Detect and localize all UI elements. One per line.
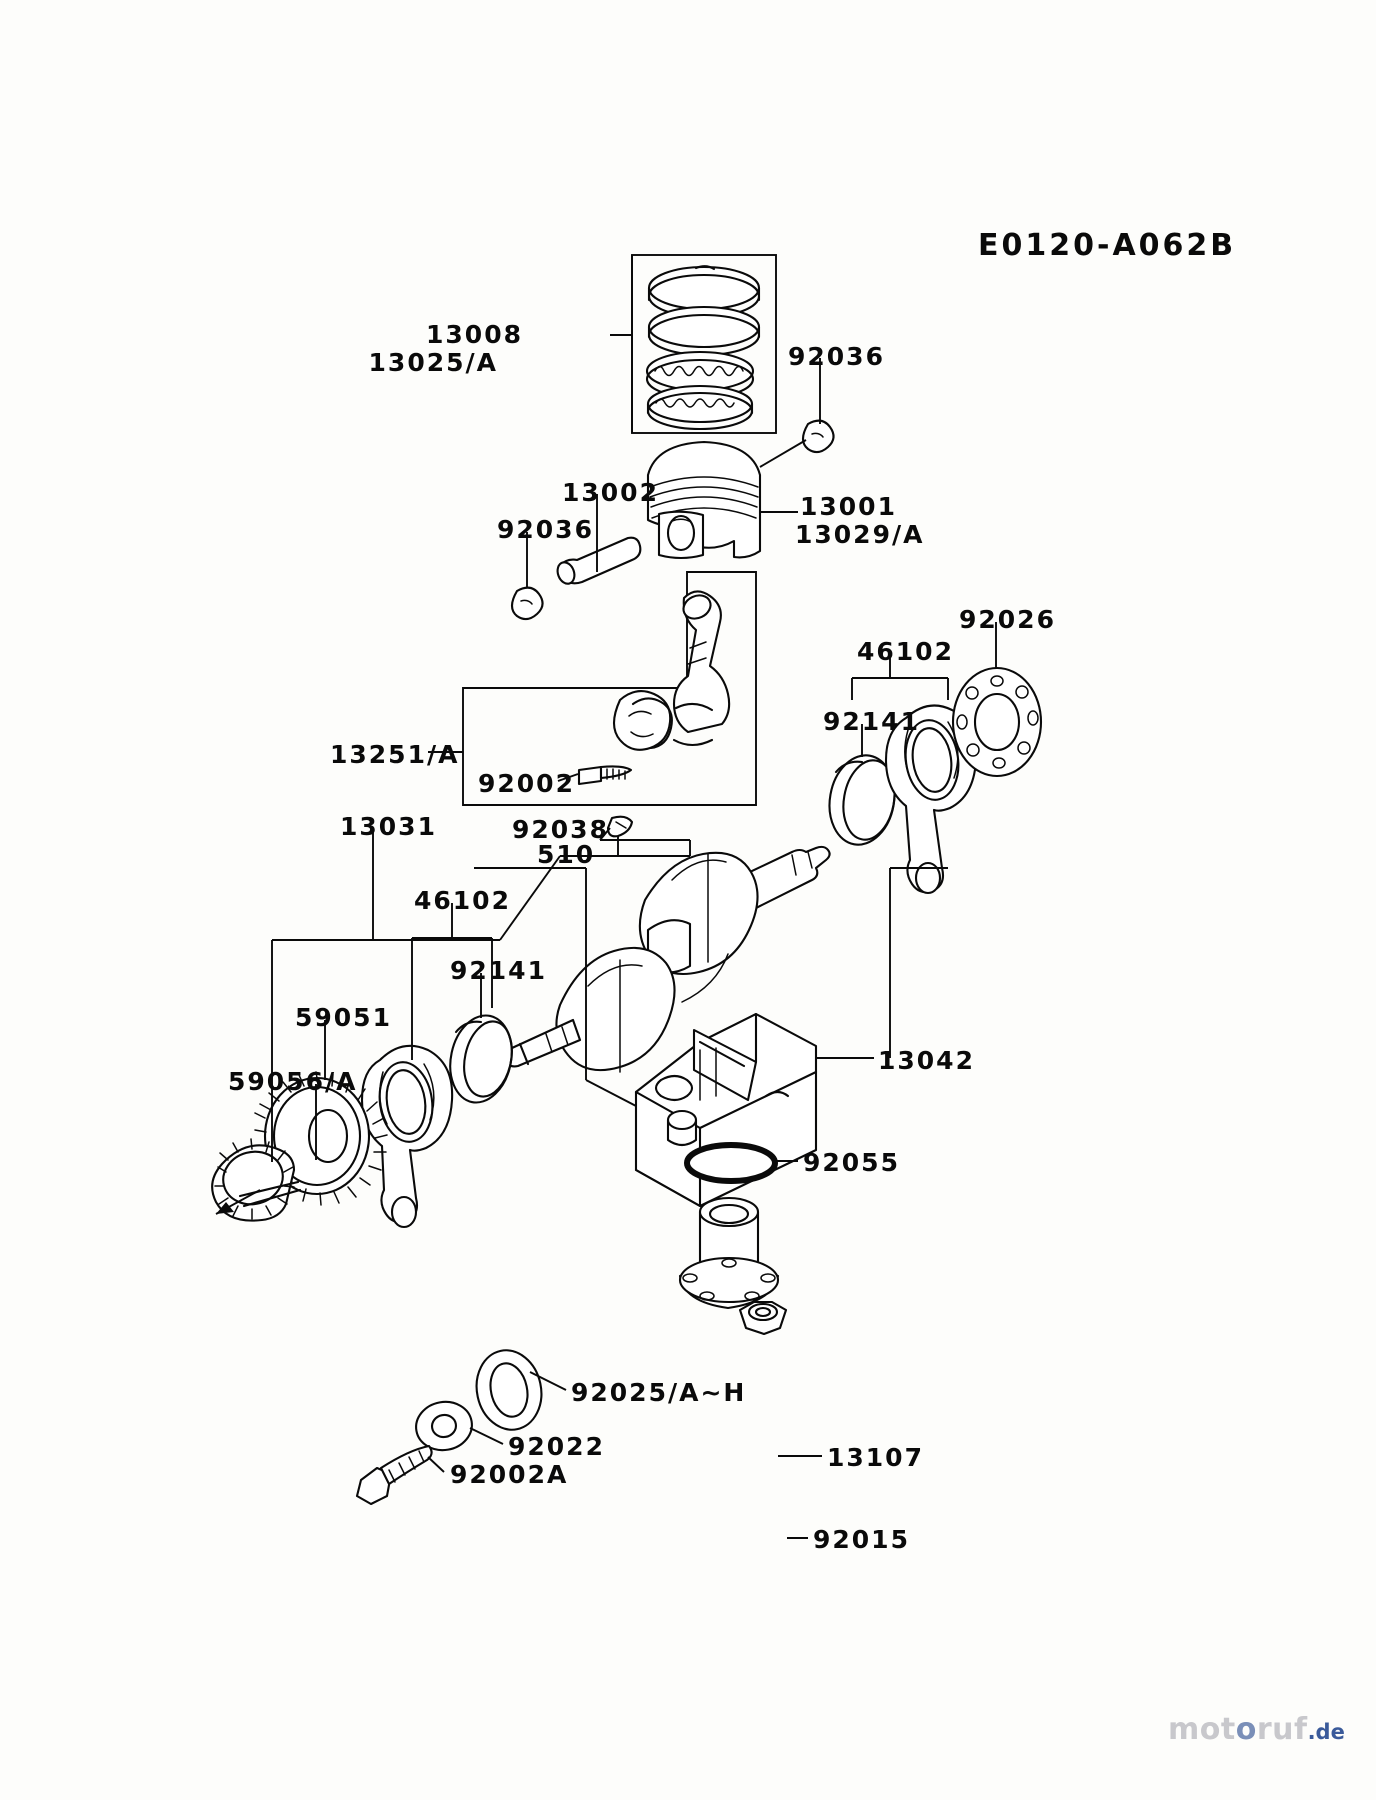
watermark-part1: mot: [1168, 1712, 1236, 1747]
label-13107: 13107: [827, 1443, 924, 1472]
label-13029-a: 13029/A: [795, 520, 925, 549]
washer: [415, 1400, 473, 1452]
label-92055: 92055: [803, 1148, 900, 1177]
woodruff-key: [606, 815, 634, 838]
piston-ring-group: [631, 254, 777, 434]
piston-pin: [556, 536, 642, 585]
piston-group: [646, 440, 762, 560]
label-92022: 92022: [508, 1432, 605, 1461]
main-bearing-left: [449, 1014, 513, 1104]
label-46102-left: 46102: [414, 886, 511, 915]
label-92002a: 92002A: [450, 1460, 569, 1489]
label-92002: 92002: [478, 769, 575, 798]
label-13031: 13031: [340, 812, 437, 841]
conrod-bolt: [577, 765, 633, 786]
thrust-washer: [951, 666, 1043, 778]
diagram-code: E0120-A062B: [978, 228, 1237, 263]
flange-nut: [738, 1300, 788, 1336]
conrod-left: [360, 1044, 454, 1229]
leader-lines: [215, 255, 997, 1539]
label-92036-top: 92036: [788, 342, 885, 371]
conrod-assembly-box: [462, 571, 757, 806]
flange-bolt: [355, 1444, 433, 1506]
label-92026: 92026: [959, 605, 1056, 634]
watermark-part3: ruf: [1256, 1712, 1308, 1747]
label-13025-a: 13025/A: [368, 348, 498, 377]
label-59051: 59051: [295, 1003, 392, 1032]
shim-set: [475, 1349, 543, 1431]
label-46102-right: 46102: [857, 637, 954, 666]
label-13002: 13002: [562, 478, 659, 507]
circlip-left: [510, 586, 544, 621]
label-13251-a: 13251/A: [330, 740, 460, 769]
label-92141-right: 92141: [823, 707, 920, 736]
label-92038: 92038: [512, 815, 609, 844]
label-13042: 13042: [878, 1046, 975, 1075]
label-92141-left: 92141: [450, 956, 547, 985]
label-92036-left: 92036: [497, 515, 594, 544]
watermark-suffix: .de: [1307, 1720, 1345, 1744]
o-ring: [684, 1142, 778, 1184]
label-510: 510: [537, 840, 596, 869]
main-bearing-right: [828, 754, 896, 846]
site-watermark: motoruf.de: [1168, 1712, 1345, 1747]
label-92025-a-h: 92025/A~H: [571, 1378, 747, 1407]
label-59056-a: 59056/A: [228, 1067, 358, 1096]
circlip-right: [801, 419, 835, 454]
label-92015: 92015: [813, 1525, 910, 1554]
output-flange: [678, 1196, 780, 1310]
label-13008: 13008: [426, 320, 523, 349]
balancer-gear: [211, 1138, 302, 1222]
label-13001: 13001: [800, 492, 897, 521]
watermark-part2: o: [1235, 1712, 1257, 1747]
